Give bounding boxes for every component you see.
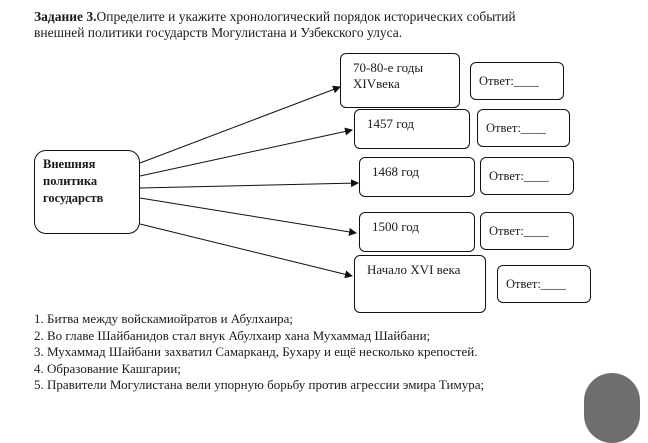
event-item: 3. Мухаммад Шайбани захватил Самарканд, … xyxy=(34,344,478,359)
answer-field-5[interactable]: Ответ:____ xyxy=(497,265,591,303)
date-box-5: Начало XVI века xyxy=(354,255,486,313)
task-line1: Определите и укажите хронологический пор… xyxy=(96,9,516,24)
date-1-line2: XIVвека xyxy=(353,76,400,91)
arrow-2 xyxy=(139,127,353,177)
event-item: 4. Образование Кашгарии; xyxy=(34,360,181,376)
answer-label-3: Ответ:____ xyxy=(489,169,549,183)
event-item: 5. Правители Могулистана вели упорную бо… xyxy=(34,377,485,392)
date-1-line1: 70-80-е годы xyxy=(353,60,424,75)
answer-field-1[interactable]: Ответ:____ xyxy=(470,62,564,100)
arrow-1 xyxy=(139,85,341,164)
arrows xyxy=(139,85,359,279)
date-box-1: 70-80-е годы XIVвека xyxy=(340,53,460,108)
answer-label-4: Ответ:____ xyxy=(489,224,549,238)
date-5-line1: Начало XVI века xyxy=(367,262,461,277)
arrow-5 xyxy=(139,223,353,279)
date-box-3: 1468 год xyxy=(359,157,475,197)
arrow-4 xyxy=(139,197,357,236)
avatar-corner-shape xyxy=(584,373,640,443)
events-list: 1. Битва между войскамиойратов и Абулхаи… xyxy=(34,311,634,394)
center-line3: государств xyxy=(43,191,104,205)
date-box-4: 1500 год xyxy=(359,212,475,252)
date-box-2: 1457 год xyxy=(354,109,470,149)
date-3-line1: 1468 год xyxy=(372,164,419,179)
answer-field-4[interactable]: Ответ:____ xyxy=(480,212,574,250)
event-item: 2. Во главе Шайбанидов стал внук Абулхаи… xyxy=(34,327,431,343)
event-item: 1. Битва между войскамиойратов и Абулхаи… xyxy=(34,311,293,326)
task-label: Задание 3. xyxy=(34,9,97,24)
task-text: Задание 3.Определите и укажите хронологи… xyxy=(34,9,634,41)
arrow-3 xyxy=(139,179,359,189)
answer-label-2: Ответ:____ xyxy=(486,121,546,135)
task-line2: внешней политики государств Могулистана … xyxy=(34,25,403,40)
center-line2: политика xyxy=(43,174,98,188)
answer-field-2[interactable]: Ответ:____ xyxy=(477,109,570,147)
center-line1: Внешняя xyxy=(43,157,96,171)
answer-field-3[interactable]: Ответ:____ xyxy=(480,157,574,195)
answer-label-1: Ответ:____ xyxy=(479,74,539,88)
center-box: Внешняя политика государств xyxy=(34,150,140,234)
answer-label-5: Ответ:____ xyxy=(506,277,566,291)
date-4-line1: 1500 год xyxy=(372,219,419,234)
date-2-line1: 1457 год xyxy=(367,116,414,131)
